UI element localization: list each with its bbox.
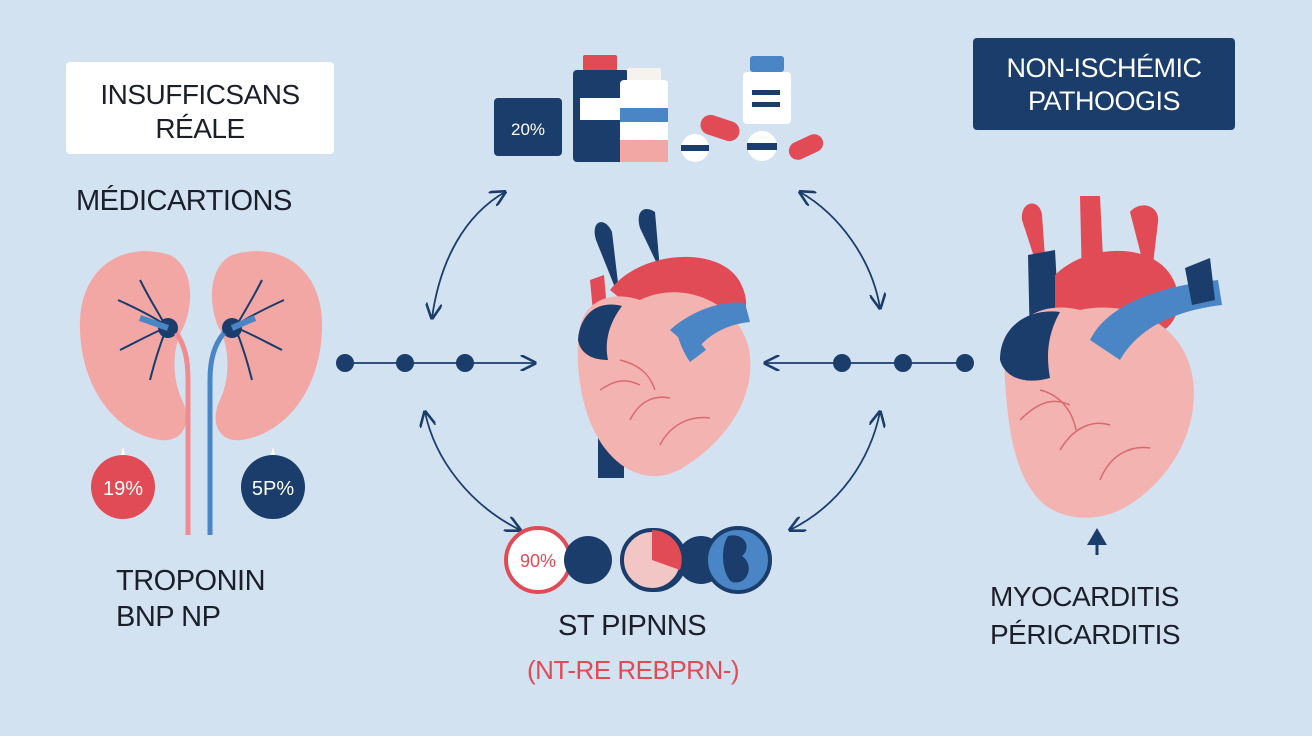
st-label: ST PIPNNS [558,610,707,642]
pericarditis-line: PÉRICARDITIS [990,619,1181,650]
nt-label: (NT-RE REBPRN-) [527,655,740,685]
insufficiency-line2: RÉALE [155,113,245,144]
insufficiency-box [66,62,334,154]
pill-box-text: 20% [511,120,545,139]
up-arrow-icon [1087,528,1107,555]
heart-icon [577,208,751,478]
non-ischemic-line1: NON-ISCHÉMIC [1006,53,1203,83]
troponin-line: TROPONIN [116,565,266,597]
myocarditis-line: MYOCARDITIS [990,581,1179,612]
biomarker-text: 90% [520,551,556,571]
biomarker-discs: 90% [504,526,772,594]
medications-label: MÉDICARTIONS [76,185,292,217]
badge-kidney-right-text: 5P% [252,478,294,500]
badge-kidney-right: 5P% [241,447,305,519]
curved-arrows [425,192,880,530]
troponin-label: TROPONIN BNP NP [116,563,266,635]
pill-bottles-icon [573,55,824,162]
myocarditis-label: MYOCARDITIS PÉRICARDITIS [990,578,1181,654]
badge-kidney-left-text: 19% [103,478,143,500]
insufficiency-title: INSUFFICSANS RÉALE [66,78,334,146]
pill-box: 20% [494,98,562,156]
right-heart-icon [1000,196,1222,518]
insufficiency-line1: INSUFFICSANS [100,79,300,110]
right-connector [765,354,974,372]
non-ischemic-box [973,38,1235,130]
bnp-line: BNP NP [116,601,221,633]
kidneys-icon [79,251,323,535]
left-connector [336,354,535,372]
non-ischemic-line2: PATHOOGIS [1027,86,1181,116]
badge-kidney-left: 19% [91,447,155,519]
non-ischemic-title: NON-ISCHÉMIC PATHOOGIS [973,52,1235,118]
